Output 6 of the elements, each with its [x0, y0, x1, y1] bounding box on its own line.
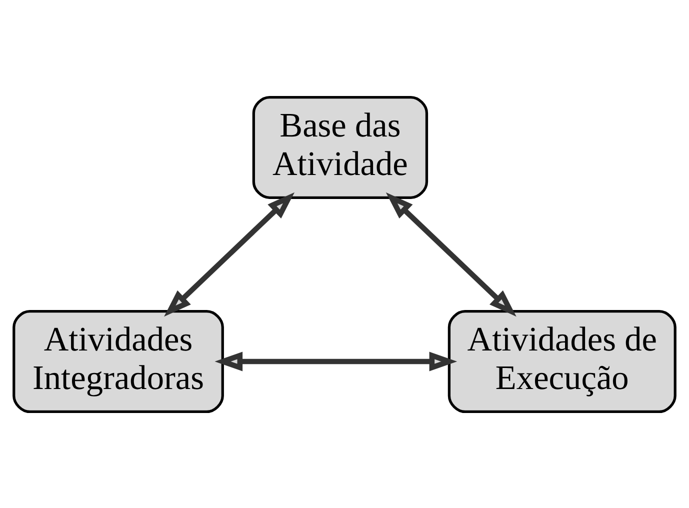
arrow: [164, 192, 295, 316]
node-box: Atividades de Execução: [448, 310, 676, 413]
node-box: Base das Atividade: [252, 95, 428, 198]
arrow: [386, 192, 516, 316]
arrow: [214, 351, 458, 371]
node-box: Atividades Integradoras: [12, 310, 224, 413]
